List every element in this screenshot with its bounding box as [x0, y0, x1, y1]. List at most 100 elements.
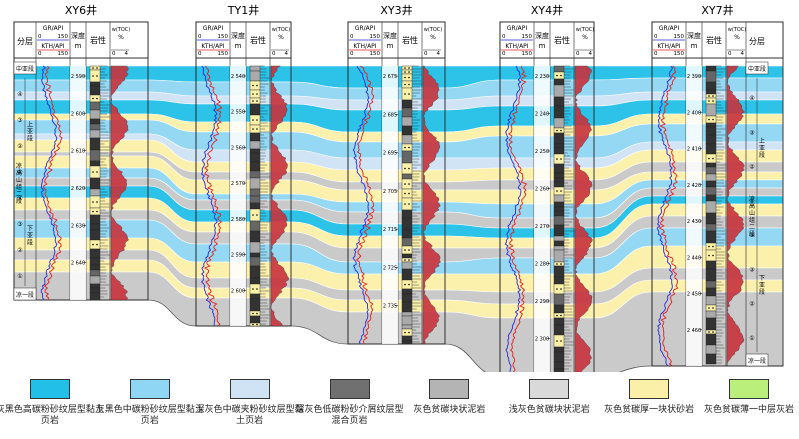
- lithology-bed: [401, 143, 413, 152]
- layer-header: 分层: [17, 37, 33, 46]
- sand-dot: [556, 314, 558, 317]
- lithology-bed: [249, 103, 261, 116]
- depth-label: 2 725: [383, 265, 397, 271]
- depth-label: 2 400: [687, 110, 701, 116]
- toc-header: w(TOC): [112, 27, 131, 33]
- sub-member-lower: 亚: [27, 233, 33, 240]
- lithology-bed: [553, 224, 565, 237]
- sub-member-upper: 段: [27, 135, 33, 143]
- lithology-bed: [89, 94, 101, 103]
- lithology-bed: [89, 207, 101, 216]
- depth-label: 2 590: [231, 253, 245, 259]
- sub-layer-number: ④: [749, 232, 754, 239]
- lithology-bed: [705, 186, 717, 196]
- lithology-bed: [249, 140, 261, 150]
- lithology-bed: [401, 116, 413, 127]
- legend-label: 灰色贫碳厚一块状砂岩: [604, 405, 695, 415]
- lithology-bed: [89, 223, 101, 231]
- lithology-bed: [89, 123, 101, 131]
- sand-dot: [256, 288, 258, 290]
- lithology-bed: [249, 132, 261, 142]
- lithology-bed: [89, 101, 101, 111]
- sub-member-lower: 段: [27, 239, 33, 247]
- lithology-bed: [401, 288, 413, 295]
- lithology-bed: [705, 200, 717, 214]
- toc-min: 0: [728, 51, 732, 57]
- sand-dot: [556, 129, 558, 132]
- lithology-bed: [249, 277, 261, 285]
- sand-dot: [712, 307, 714, 309]
- sand-dot: [256, 100, 258, 102]
- depth-track: [686, 66, 702, 366]
- lithology-bed: [249, 283, 261, 295]
- lithology-bed: [249, 241, 261, 254]
- sand-dot: [96, 201, 98, 203]
- formation-name: 山: [749, 209, 755, 217]
- lithology-bed: [249, 322, 261, 327]
- sand-dot: [708, 307, 710, 309]
- lithology-bed: [89, 275, 101, 285]
- legend: 灰黑色高碳粉砂纹层型黏土页岩灰黑色中碳粉砂纹层型黏土页岩深灰色中碳夹粉砂纹层型黏…: [0, 372, 799, 439]
- depth-label: 2 280: [535, 262, 549, 268]
- legend-item: 灰黑色中碳粉砂纹层型黏土页岩: [95, 372, 205, 427]
- depth-unit: m: [691, 42, 698, 50]
- depth-label: 2 270: [535, 224, 549, 230]
- sand-dot: [560, 288, 562, 290]
- toc-max: 4: [285, 51, 289, 57]
- lithology-bed: [553, 317, 565, 326]
- lithology-bed: [249, 188, 261, 197]
- lithology-bed: [553, 261, 565, 267]
- sand-dot: [560, 340, 562, 342]
- lithology-bed: [401, 257, 413, 263]
- sand-dot: [252, 93, 254, 95]
- depth-track: [230, 66, 246, 326]
- depth-unit: m: [387, 42, 394, 50]
- lithology-bed: [705, 212, 717, 225]
- sub-member-lower: 下: [759, 275, 765, 282]
- lithology-bed: [249, 177, 261, 190]
- sand-dot: [252, 312, 254, 315]
- sand-dot: [560, 129, 562, 132]
- sand-dot: [404, 331, 406, 334]
- lithology-bed: [401, 279, 413, 290]
- lithology-bed: [553, 181, 565, 188]
- sand-dot: [256, 119, 258, 121]
- sub-member-lower: 亚: [759, 282, 765, 289]
- lithology-bed: [553, 96, 565, 107]
- lithology-bed: [553, 283, 565, 295]
- depth-label: 2 640: [71, 261, 85, 267]
- kth-max: 150: [674, 51, 685, 57]
- lithology-bed: [249, 220, 261, 232]
- formation-name: 高: [16, 169, 22, 177]
- toc-unit: %: [734, 34, 740, 41]
- lithology-bed: [89, 149, 101, 162]
- lithology-bed: [553, 249, 565, 263]
- lithology-bed: [705, 89, 717, 95]
- gr-api-label: GR/API: [659, 25, 680, 32]
- sand-dot: [92, 97, 94, 100]
- sub-member-upper: 亚: [759, 145, 765, 152]
- stratum-top-box: [745, 61, 769, 75]
- gr-max: 150: [218, 34, 229, 40]
- gr-curve: [504, 65, 522, 372]
- sand-dot: [556, 288, 558, 290]
- lithology-bed: [553, 201, 565, 208]
- sub-layer-number: ②: [17, 143, 23, 150]
- sand-dot: [708, 245, 710, 248]
- sand-dot: [556, 190, 558, 192]
- lithology-bed: [705, 93, 717, 99]
- sub-member-lower: 下: [27, 226, 33, 233]
- lithology-bed: [401, 99, 413, 109]
- lithology-bed: [553, 240, 565, 247]
- lithology-bed: [249, 202, 261, 210]
- sub-layer-number: ④: [17, 195, 22, 202]
- lithology-bed: [89, 160, 101, 167]
- sand-dot: [712, 118, 714, 121]
- toc-max: 4: [125, 51, 129, 57]
- toc-min: 0: [112, 51, 116, 57]
- kth-curve: [355, 65, 375, 345]
- lithology-bed: [705, 173, 717, 182]
- lithology-bed: [89, 165, 101, 179]
- sub-layer-number: ③: [749, 129, 754, 136]
- depth-label: 2 290: [535, 299, 549, 305]
